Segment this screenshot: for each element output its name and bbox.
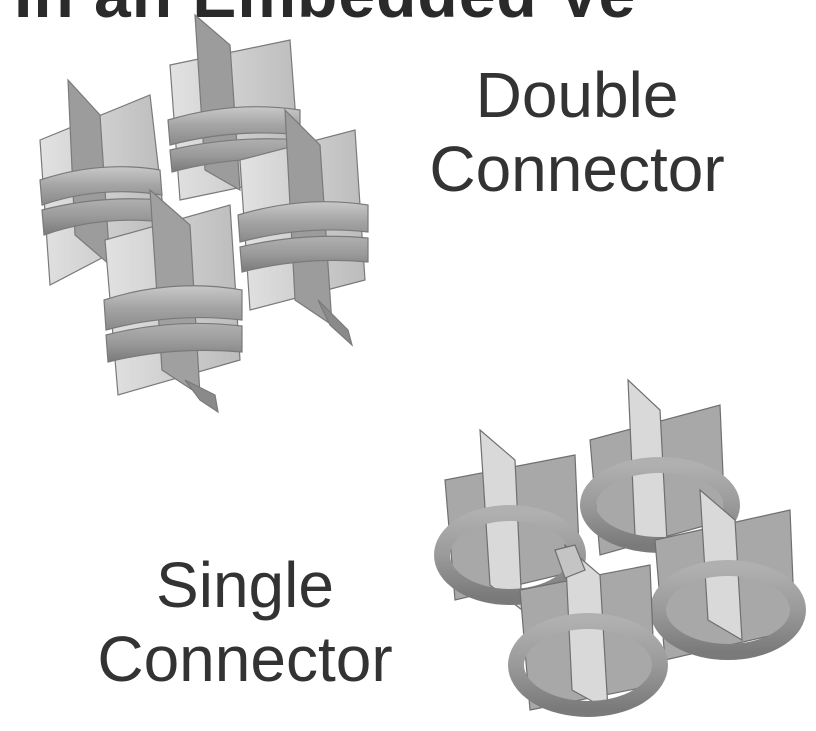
double-cell-front-left [103, 188, 243, 414]
title-text: In an Embedded Ve [14, 0, 636, 20]
single-center-connector [554, 544, 586, 579]
cut-off-title: In an Embedded Ve [0, 0, 816, 20]
single-connector-label: Single Connector [80, 548, 410, 696]
double-label-line1: Double [475, 59, 679, 131]
double-connector-image [39, 13, 369, 414]
single-cell-front-right [650, 488, 806, 661]
double-label-line2: Connector [429, 133, 725, 205]
single-connector-image [434, 378, 806, 717]
single-label-line1: Single [156, 549, 334, 621]
single-label-line2: Connector [97, 623, 393, 695]
double-connector-label: Double Connector [412, 58, 742, 206]
double-cell-back-left [39, 78, 166, 286]
single-cell-front-left [508, 543, 668, 717]
double-cell-front-right [237, 108, 369, 347]
